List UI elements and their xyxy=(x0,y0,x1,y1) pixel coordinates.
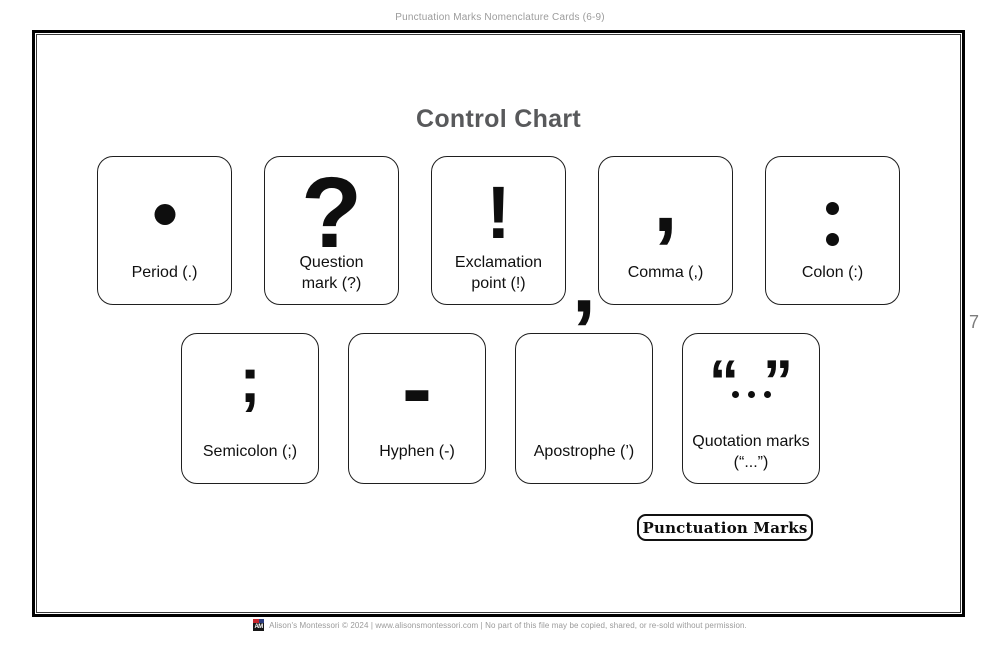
punctuation-marks-plate: Punctuation Marks xyxy=(637,514,813,541)
exclamation-point-glyph: ! xyxy=(486,171,511,254)
open-quote-glyph: “ xyxy=(709,348,739,415)
card-hyphen: - Hyphen (-) xyxy=(348,333,486,484)
card-question-mark: ? Question mark (?) xyxy=(264,156,399,305)
card-label: Hyphen (-) xyxy=(379,442,455,460)
card-colon: Colon (:) xyxy=(765,156,900,305)
card-comma: , Comma (,) xyxy=(598,156,733,305)
logo-flag-icon xyxy=(253,619,265,623)
colon-dot-top-icon xyxy=(826,202,839,215)
page-number: 7 xyxy=(969,312,980,332)
ellipsis-dots-icon xyxy=(683,391,819,398)
card-semicolon: ; Semicolon (;) xyxy=(181,333,319,484)
footer: AM Alison's Montessori © 2024 | www.alis… xyxy=(0,619,1000,631)
hyphen-glyph: - xyxy=(402,339,432,439)
card-label: Period (.) xyxy=(131,263,198,281)
page-frame-inner-rule xyxy=(36,34,961,613)
card-period: Period (.) xyxy=(97,156,232,305)
card-quotation-marks: “ ” Quotation marks (“...”) xyxy=(682,333,820,484)
footer-copyright-text: Alison's Montessori © 2024 | www.alisons… xyxy=(269,620,747,630)
ellipsis-dot-icon xyxy=(731,391,739,398)
card-apostrophe: ’ Apostrophe (’) xyxy=(515,287,653,484)
page-title: Control Chart xyxy=(416,105,581,133)
card-exclamation-point: ! Exclamation point (!) xyxy=(431,156,566,305)
card-label: Apostrophe (’) xyxy=(533,442,635,460)
colon-dots-icon xyxy=(766,202,899,246)
card-label: Question mark (?) xyxy=(299,253,364,292)
ellipsis-dot-icon xyxy=(747,391,755,398)
comma-glyph: , xyxy=(653,151,678,250)
semicolon-glyph: ; xyxy=(239,344,261,416)
plate-label: Punctuation Marks xyxy=(642,518,808,537)
period-dot-icon xyxy=(154,204,175,225)
document-header: Punctuation Marks Nomenclature Cards (6-… xyxy=(395,12,605,23)
ellipsis-dot-icon xyxy=(763,391,771,398)
card-label: Exclamation point (!) xyxy=(454,253,543,292)
close-quote-glyph: ” xyxy=(763,348,793,415)
card-label: Semicolon (;) xyxy=(202,442,298,460)
colon-dot-bottom-icon xyxy=(826,233,839,246)
logo-am-text: AM xyxy=(254,624,263,630)
apostrophe-glyph: ’ xyxy=(571,281,597,380)
card-label: Quotation marks (“...”) xyxy=(692,432,810,471)
quotation-marks-icon: “ ” xyxy=(683,352,819,412)
page-frame xyxy=(32,30,965,617)
card-label: Comma (,) xyxy=(627,263,704,281)
card-label: Colon (:) xyxy=(801,263,864,281)
alisons-montessori-logo: AM xyxy=(253,619,265,631)
question-mark-glyph: ? xyxy=(300,157,363,269)
